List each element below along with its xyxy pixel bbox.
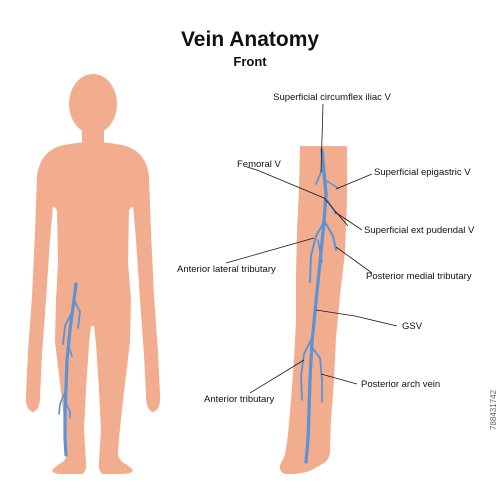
neck [82, 126, 104, 146]
leader-posterior-medial-tributary [335, 246, 373, 274]
leader-superficial-epigastric [335, 173, 373, 190]
label-posterior-medial-tributary: Posterior medial tributary [366, 271, 472, 282]
femoral-vein [320, 148, 328, 224]
label-femoral: Femoral V [237, 159, 281, 170]
body-tributary-upper [73, 299, 81, 329]
leader-femoral [246, 166, 349, 227]
posterior-medial-tributary-branch [324, 221, 337, 251]
leader-superficial-ext-pudendal [334, 211, 363, 231]
leader-gsv [315, 309, 398, 327]
torso-and-arms [25, 142, 161, 412]
superficial-epigastric-branch [324, 179, 339, 189]
body-gsv-vein [63, 282, 78, 457]
leader-anterior-lateral-tributary [225, 237, 315, 264]
label-anterior-tributary: Anterior tributary [204, 394, 274, 405]
legs [52, 298, 133, 474]
body-tributary-left [62, 311, 73, 345]
label-superficial-ext-pudendal: Superficial ext pudendal V [364, 225, 475, 236]
body-tributary-mid [67, 343, 73, 357]
thigh-branch-minor [317, 239, 323, 263]
body-silhouette [25, 74, 161, 474]
label-gsv: GSV [402, 321, 423, 332]
diagram-subtitle: Front [233, 54, 267, 69]
body-tributary-lower [58, 389, 67, 415]
leg-silhouette [279, 146, 347, 474]
leg-detail [279, 146, 347, 474]
label-superficial-circumflex-iliac: Superficial circumflex iliac V [273, 92, 391, 103]
leader-superficial-circumflex-iliac [320, 103, 324, 173]
diagram-title: Vein Anatomy [181, 28, 319, 51]
posterior-arch-vein-branch [310, 345, 323, 403]
label-posterior-arch-vein: Posterior arch vein [361, 379, 440, 390]
label-superficial-epigastric: Superficial epigastric V [374, 167, 471, 178]
anterior-lateral-tributary-branch [309, 221, 325, 283]
anterior-tributary-branch [300, 339, 312, 401]
head [69, 74, 117, 134]
leader-anterior-tributary [249, 359, 305, 394]
gsv-trunk [304, 220, 326, 464]
leader-posterior-arch-vein [320, 373, 358, 385]
leader-lines [225, 103, 398, 394]
body-tributary-lower-right [64, 399, 71, 419]
body-leg-veins [58, 282, 81, 457]
label-anterior-lateral-tributary: Anterior lateral tributary [177, 264, 276, 275]
superficial-circumflex-iliac-branch [315, 169, 323, 185]
stock-image-id: 788431742 [489, 389, 498, 430]
labels: Superficial circumflex iliac V Femoral V… [177, 92, 475, 405]
